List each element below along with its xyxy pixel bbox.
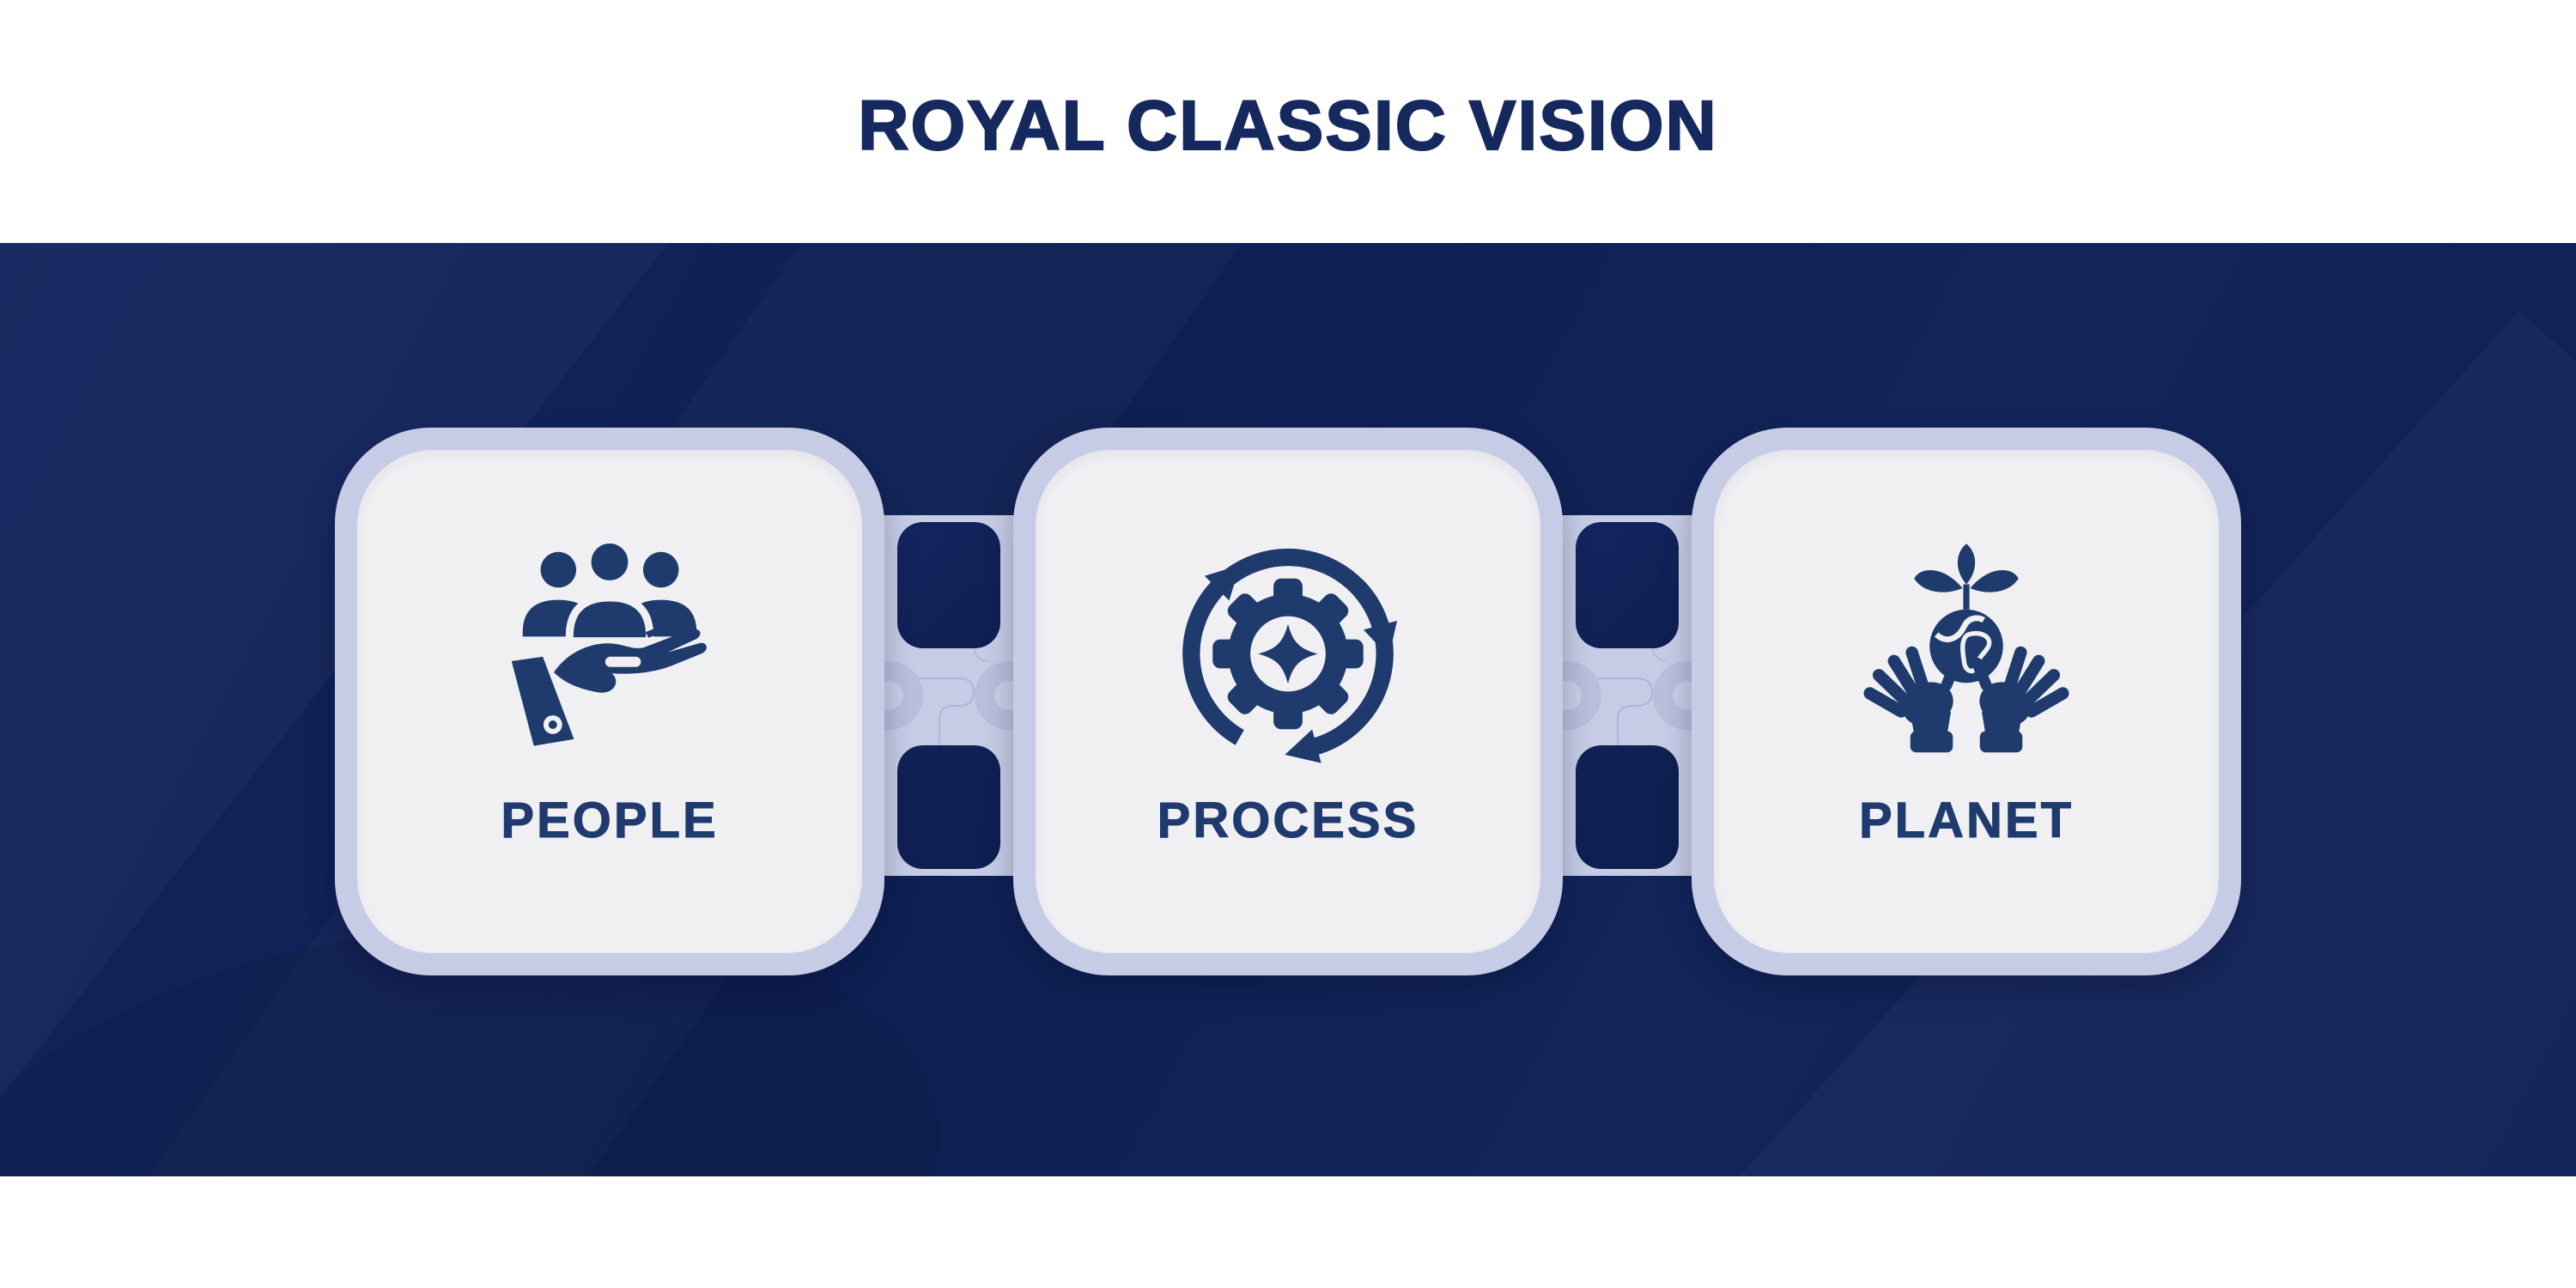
card-label-process: PROCESS: [1157, 793, 1419, 849]
card-process: PROCESS: [1013, 428, 1563, 975]
card-process-inner: PROCESS: [1036, 450, 1540, 953]
connector-notch-top: [1576, 522, 1679, 648]
connector-notch-bottom: [1576, 745, 1679, 869]
connector-people-process: [854, 515, 1043, 876]
header-band: ROYAL CLASSIC VISION: [0, 0, 2576, 243]
navy-band: PEOPLE: [0, 243, 2576, 1176]
connector-notch-bottom: [897, 745, 1000, 869]
process-gear-cycle-icon: [1172, 534, 1404, 766]
connector-notch-top: [897, 522, 1000, 648]
card-label-planet: PLANET: [1859, 793, 2074, 849]
people-in-hand-icon: [494, 534, 726, 766]
footer-band: [0, 1176, 2576, 1288]
page-title: ROYAL CLASSIC VISION: [857, 86, 1718, 166]
card-planet: PLANET: [1692, 428, 2241, 975]
card-people-inner: PEOPLE: [357, 450, 862, 953]
connector-process-planet: [1533, 515, 1722, 876]
hands-holding-earth-icon: [1850, 534, 2082, 766]
card-planet-inner: PLANET: [1714, 450, 2219, 953]
card-people: PEOPLE: [335, 428, 884, 975]
card-label-people: PEOPLE: [501, 793, 719, 849]
